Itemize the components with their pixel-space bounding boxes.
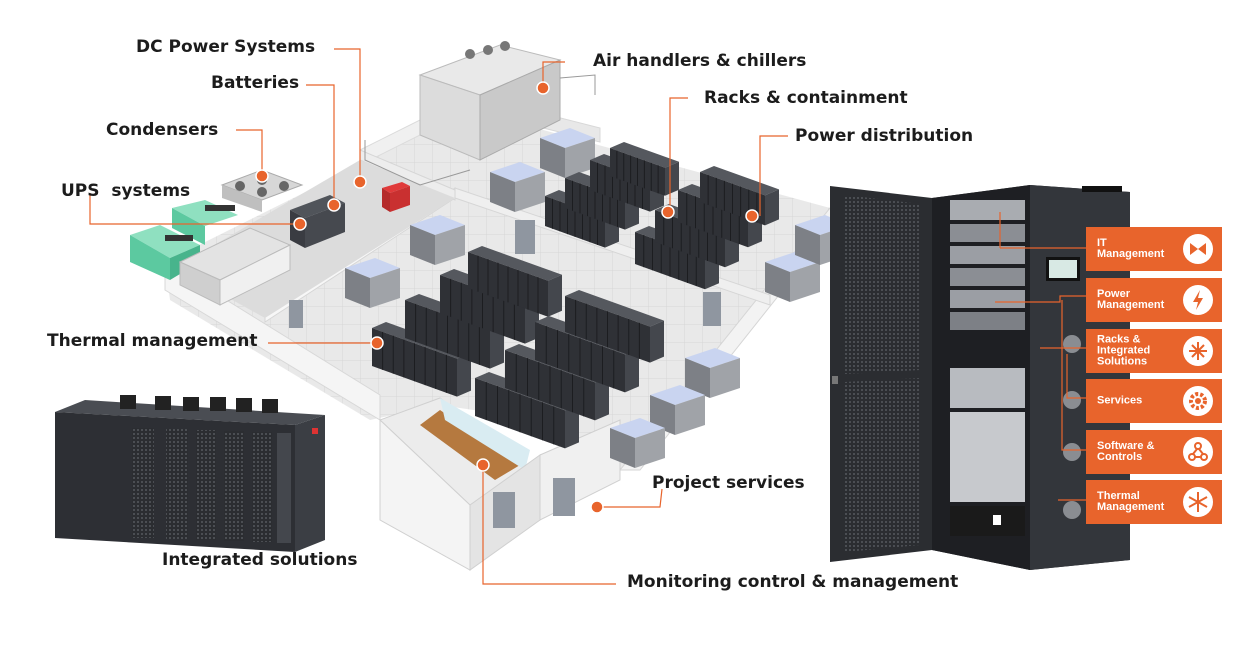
leader-lines xyxy=(89,48,1086,585)
dc-power-cabinet xyxy=(382,182,410,212)
integrated-solution-cabinet xyxy=(55,395,325,552)
snowflake-icon xyxy=(1183,487,1213,517)
cooling-unit-top xyxy=(490,162,545,182)
rack-row-side xyxy=(595,376,609,421)
snowflake-cross-icon xyxy=(1183,336,1213,366)
cooling-unit-top xyxy=(540,128,595,148)
bowtie-icon xyxy=(1183,234,1213,264)
rack-rows xyxy=(372,142,779,449)
label-batteries: Batteries xyxy=(211,73,300,93)
rack-row-top xyxy=(565,290,664,327)
tile-label: Services xyxy=(1097,394,1143,407)
cooling-unit-side xyxy=(370,268,400,308)
network-icon xyxy=(1183,437,1213,467)
cooling-unit-top xyxy=(410,215,465,235)
chiller-unit xyxy=(364,41,596,186)
rack-row-side xyxy=(457,352,471,397)
cooling-unit-top xyxy=(610,418,665,438)
tile-label: Thermal Management xyxy=(1097,490,1165,513)
label-racks-containment: Racks & containment xyxy=(704,88,908,108)
tile-label: Power Management xyxy=(1097,288,1165,311)
rack-row-side xyxy=(548,274,562,317)
tile-power-management: Power Management xyxy=(1086,278,1222,322)
cooling-units xyxy=(345,128,850,468)
label-monitoring-control: Monitoring control & management xyxy=(627,572,959,592)
label-project-services: Project services xyxy=(652,473,805,493)
label-condensers: Condensers xyxy=(106,120,219,140)
cooling-unit-side xyxy=(635,428,665,468)
rack-row-side xyxy=(665,161,679,196)
rack-row-side xyxy=(565,404,579,449)
tile-label: IT Management xyxy=(1097,237,1165,260)
tile-thermal-management: Thermal Management xyxy=(1086,480,1222,524)
label-air-handlers: Air handlers & chillers xyxy=(593,51,807,71)
rack-row-top xyxy=(700,166,779,196)
gear-icon xyxy=(1183,386,1213,416)
cooling-unit-top xyxy=(345,258,400,278)
cooling-unit-top xyxy=(685,348,740,368)
rack-row-side xyxy=(650,320,664,363)
rack-row-side xyxy=(490,324,504,369)
rack-row-top xyxy=(468,246,562,281)
cooling-unit-side xyxy=(515,172,545,212)
cooling-unit-front xyxy=(685,358,710,398)
cooling-unit-side xyxy=(710,358,740,398)
generator-units xyxy=(130,200,238,280)
leader-dots xyxy=(255,81,759,514)
open-rack xyxy=(830,185,1130,570)
tile-software-controls: Software & Controls xyxy=(1086,430,1222,474)
cooling-unit-front xyxy=(345,268,370,308)
tile-label: Racks & Integrated Solutions xyxy=(1097,333,1151,368)
cooling-unit-front xyxy=(795,225,820,265)
cooling-unit-side xyxy=(675,395,705,435)
cooling-unit-front xyxy=(490,172,515,212)
tile-it-management: IT Management xyxy=(1086,227,1222,271)
label-ups-systems: UPS systems xyxy=(61,181,191,201)
rack-row-top xyxy=(610,142,679,168)
tile-racks-integrated: Racks & Integrated Solutions xyxy=(1086,329,1222,373)
label-dc-power-systems: DC Power Systems xyxy=(136,37,316,57)
rack-row-side xyxy=(765,189,779,226)
cooling-unit-front xyxy=(410,225,435,265)
label-power-distribution: Power distribution xyxy=(795,126,974,146)
condensers-group xyxy=(220,169,304,212)
rack-row-side xyxy=(625,348,639,393)
cooling-unit-side xyxy=(790,262,820,302)
cooling-unit-top xyxy=(650,385,705,405)
cooling-unit-front xyxy=(610,428,635,468)
cooling-unit-side xyxy=(435,225,465,265)
cooling-unit-front xyxy=(540,138,565,178)
tile-label: Software & Controls xyxy=(1097,440,1155,463)
tile-services: Services xyxy=(1086,379,1222,423)
cooling-unit-front xyxy=(765,262,790,302)
label-integrated-solutions: Integrated solutions xyxy=(162,550,358,570)
label-thermal-management: Thermal management xyxy=(47,331,258,351)
lightning-icon xyxy=(1183,285,1213,315)
ups-cabinets xyxy=(178,195,345,306)
cooling-unit-side xyxy=(565,138,595,178)
